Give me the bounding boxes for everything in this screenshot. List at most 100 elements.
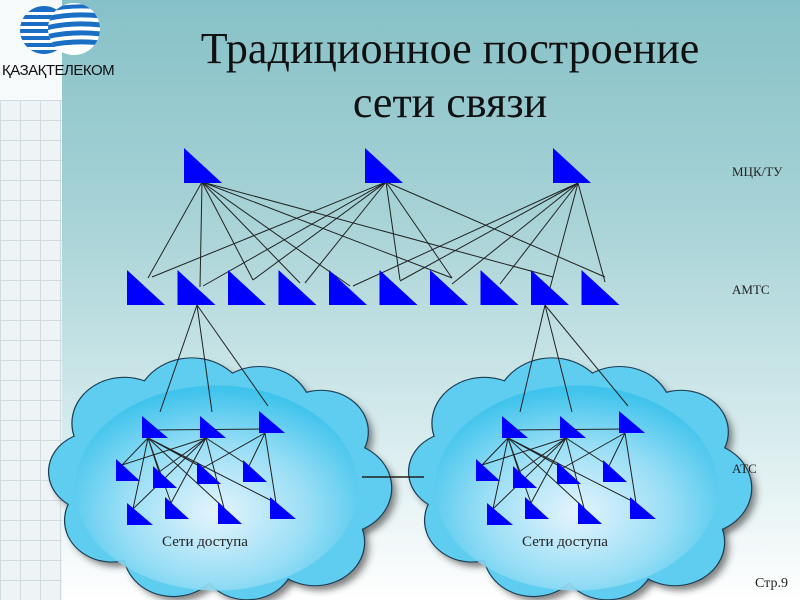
ats-node-icon [165, 497, 189, 519]
ats-node-icon [476, 459, 500, 481]
level-label-ats: АТС [732, 461, 757, 476]
ats-link [147, 437, 225, 509]
amts-ats-link [159, 304, 198, 413]
ats-link [492, 437, 567, 510]
ats-node-icon [127, 503, 153, 525]
trunk-link [151, 181, 387, 278]
trunk-link [199, 181, 203, 288]
ats-link [202, 432, 266, 469]
amts-ats-link [196, 304, 269, 407]
ats-link [170, 437, 207, 504]
ats-node-icon [142, 416, 168, 438]
ats-link [121, 437, 149, 466]
page-number: Стр.9 [755, 576, 788, 591]
ats-node-icon [153, 466, 177, 488]
trunk-link [201, 181, 254, 281]
ats-link [205, 437, 225, 509]
trunk-link [147, 181, 203, 279]
ats-node-icon [513, 466, 537, 488]
trunk-link [499, 182, 579, 285]
ats-node-icon [487, 503, 513, 525]
title-line-2: сети связи [352, 78, 548, 127]
amts-node-icon [430, 270, 468, 305]
logo-text: ҚАЗАҚТЕЛЕКОМ [2, 62, 115, 79]
mck-node-icon [184, 148, 222, 183]
amts-ats-link [196, 304, 213, 413]
trunk-link [352, 182, 579, 287]
ats-link [132, 437, 149, 510]
ats-link [132, 437, 207, 510]
trunk-link [201, 181, 453, 279]
trunk-link [385, 181, 401, 281]
trunk-link [385, 181, 453, 279]
amts-ats-link [544, 304, 573, 413]
ats-link [530, 437, 567, 504]
ats-node-icon [619, 411, 645, 433]
ats-node-icon [200, 416, 226, 438]
amts-node-icon [581, 270, 620, 305]
ats-link [565, 437, 610, 467]
ats-link [121, 437, 207, 466]
ats-node-icon [116, 459, 140, 481]
ats-link [147, 437, 172, 504]
ats-node-icon [243, 460, 267, 482]
level-label-mck: МЦК/ТУ [732, 164, 783, 179]
ats-link [562, 432, 626, 469]
ats-node-icon [502, 416, 528, 438]
slide-title: Традиционное построение сети связи [130, 22, 770, 130]
amts-node-icon [531, 270, 569, 305]
trunk-link [201, 181, 554, 278]
ats-link [492, 437, 509, 510]
trunk-link [252, 181, 387, 281]
ats-node-icon [560, 416, 586, 438]
ats-link [518, 437, 567, 473]
trunk-link [385, 181, 606, 278]
trunk-link [201, 181, 301, 284]
trunk-link [201, 181, 351, 287]
amts-node-icon [177, 270, 216, 305]
ats-link [565, 437, 585, 509]
mck-node-icon [553, 148, 591, 183]
ats-node-icon [578, 502, 602, 524]
ats-node-icon [197, 462, 221, 484]
ats-link [608, 432, 626, 467]
cloud-label-right: Сети доступа [522, 534, 608, 550]
title-line-1: Традиционное построение [200, 24, 700, 73]
amts-node-icon [379, 270, 418, 305]
ats-link [481, 437, 509, 466]
ats-node-icon [525, 497, 549, 519]
kazakhtelecom-logo-icon [20, 3, 100, 55]
ats-node-icon [557, 462, 581, 484]
ats-link [481, 437, 567, 466]
trunk-link [202, 181, 387, 287]
decorative-grid-strip [0, 0, 62, 600]
ats-link [205, 437, 250, 467]
ats-link [507, 437, 585, 509]
amts-node-icon [127, 270, 165, 305]
trunk-link [577, 182, 606, 283]
ats-node-icon [630, 497, 656, 519]
ats-node-icon [218, 502, 242, 524]
amts-ats-link [519, 304, 546, 413]
amts-node-icon [480, 270, 519, 305]
ats-link [507, 437, 532, 504]
access-network-cloud [407, 357, 757, 600]
trunk-link [451, 182, 579, 285]
ats-link [624, 432, 637, 504]
ats-link [264, 432, 277, 504]
ats-link [147, 437, 277, 504]
amts-ats-link [544, 304, 629, 407]
trunk-link [399, 182, 579, 282]
ats-node-icon [603, 460, 627, 482]
ats-node-icon [259, 411, 285, 433]
trunk-link [304, 181, 387, 284]
ats-link [248, 432, 266, 467]
mck-node-icon [365, 148, 403, 183]
trunk-link [549, 182, 579, 289]
amts-node-icon [278, 270, 317, 305]
amts-node-icon [228, 270, 266, 305]
ats-node-icon [270, 497, 296, 519]
ats-link [507, 437, 637, 504]
amts-node-icon [329, 270, 367, 305]
